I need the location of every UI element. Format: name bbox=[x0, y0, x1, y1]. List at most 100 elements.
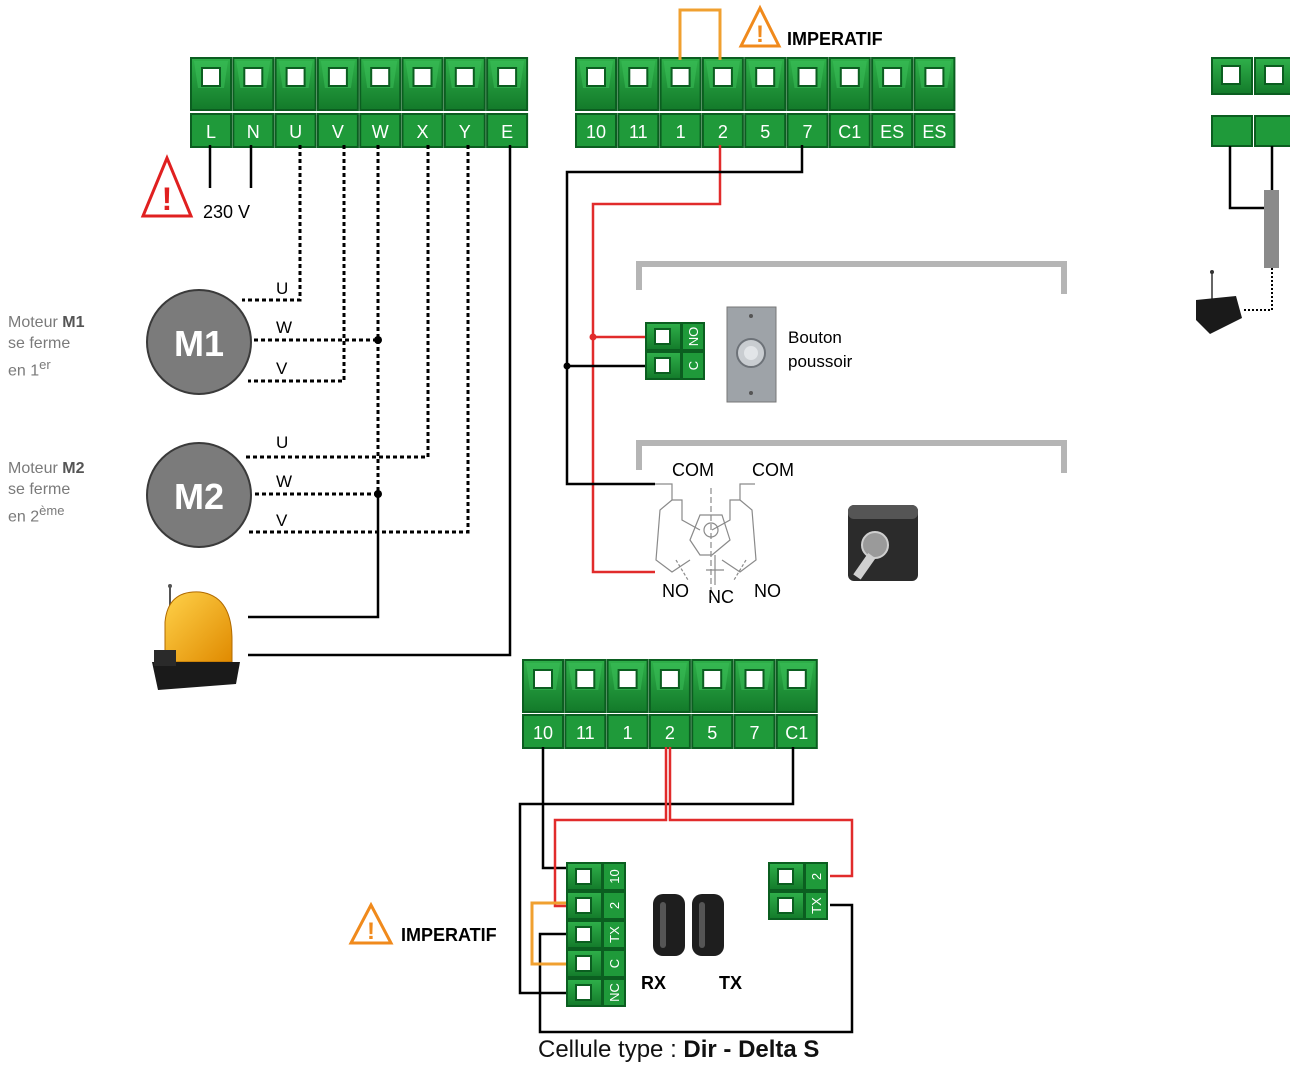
jumper-1-2-top bbox=[678, 8, 722, 60]
transmitter-terminal-label-2: TX bbox=[809, 897, 824, 914]
caption-model: Dir - Delta S bbox=[683, 1036, 820, 1063]
push-button-label-1: Bouton bbox=[788, 328, 842, 347]
photocell-block-terminal-5: 5 bbox=[691, 659, 734, 749]
power-terminal-label-1: L bbox=[206, 122, 216, 142]
rx-label: RX bbox=[641, 973, 666, 993]
push-button-label-2: poussoir bbox=[788, 352, 853, 371]
svg-text:!: ! bbox=[162, 181, 173, 217]
control-terminal-9: ES bbox=[913, 57, 956, 148]
mains-voltage-label: 230 V bbox=[203, 202, 250, 222]
receiver-terminals: 10 2TX C NC bbox=[566, 862, 626, 1007]
key-switch-contacts bbox=[655, 483, 757, 600]
svg-text:!: ! bbox=[756, 21, 764, 48]
m2-wire-w: W bbox=[276, 472, 292, 491]
control-terminal-label-7: C1 bbox=[838, 122, 861, 142]
control-terminal-3: 1 bbox=[659, 57, 702, 148]
motor-m1-label: M1 bbox=[174, 323, 224, 364]
receiver-terminal-4: C bbox=[566, 949, 626, 978]
control-terminal-label-6: 7 bbox=[802, 122, 812, 142]
power-terminal-label-7: Y bbox=[459, 122, 471, 142]
receiver-terminal-3: TX bbox=[566, 920, 626, 949]
motor-m2-name: M2 bbox=[62, 460, 85, 477]
power-terminal-label-6: X bbox=[416, 122, 428, 142]
control-terminal-1: 10 bbox=[575, 57, 617, 148]
push-button-terminal-label-1: NO bbox=[686, 327, 701, 347]
motor-m1-description: Moteur M1 se ferme en 1er bbox=[8, 312, 84, 381]
power-terminal-8: E bbox=[486, 57, 529, 148]
power-terminal-6: X bbox=[401, 57, 444, 148]
control-terminal-label-9: ES bbox=[922, 122, 946, 142]
push-button-device bbox=[726, 306, 777, 403]
flashing-lamp bbox=[152, 584, 240, 690]
photocell-block-terminal-label-2: 11 bbox=[576, 723, 595, 743]
key-switch-com-2: COM bbox=[752, 460, 794, 480]
motor-m2-line3: en 2 bbox=[8, 508, 40, 526]
transmitter-terminals: 2TX bbox=[768, 862, 828, 920]
control-terminal-label-4: 2 bbox=[718, 122, 728, 142]
control-terminal-label-5: 5 bbox=[760, 122, 770, 142]
motor-m2-description: Moteur M2 se ferme en 2ème bbox=[8, 458, 84, 527]
receiver-terminal-label-3: TX bbox=[607, 926, 622, 943]
photocell-rx bbox=[653, 894, 685, 956]
power-terminal-label-8: E bbox=[501, 122, 513, 142]
push-button-terminals: NO C bbox=[645, 322, 705, 380]
danger-warning-icon: ! bbox=[140, 154, 194, 218]
photocell-caption: Cellule type : Dir - Delta S bbox=[538, 1036, 819, 1064]
motor-m1-line3: en 1 bbox=[8, 362, 40, 380]
m2-wire-u: U bbox=[276, 433, 288, 452]
m1-wire-u: U bbox=[276, 279, 288, 298]
receiver-terminal-label-1: 10 bbox=[607, 869, 622, 883]
power-terminal-label-4: V bbox=[332, 122, 344, 142]
motor-m1-prefix: Moteur bbox=[8, 314, 58, 331]
control-terminal-5: 5 bbox=[744, 57, 787, 148]
caption-prefix: Cellule type : bbox=[538, 1036, 684, 1063]
push-button-terminal-label-2: C bbox=[686, 361, 701, 370]
receiver-terminal-label-4: C bbox=[607, 959, 622, 968]
push-button-terminal-1: NO bbox=[645, 322, 705, 351]
power-terminal-label-5: W bbox=[372, 122, 389, 142]
power-terminal-label-3: U bbox=[289, 122, 302, 142]
m1-wire-w: W bbox=[276, 318, 292, 337]
receiver-terminal-2: 2 bbox=[566, 891, 626, 920]
receiver-terminal-5: NC bbox=[566, 978, 626, 1007]
control-terminal-8: ES bbox=[871, 57, 914, 148]
motor-m1-line2: se ferme bbox=[8, 335, 71, 352]
power-terminal-label-2: N bbox=[247, 122, 260, 142]
motor-m1-sup: er bbox=[39, 357, 51, 372]
photocell-block-terminal-2: 11 bbox=[564, 659, 607, 749]
m2-wire-v: V bbox=[276, 511, 288, 530]
svg-text:!: ! bbox=[367, 918, 375, 945]
power-terminal-2: N bbox=[232, 57, 275, 148]
radio-receiver-terminals bbox=[1211, 57, 1290, 147]
motor-m2-prefix: Moteur bbox=[8, 460, 58, 477]
transmitter-terminal-2: TX bbox=[768, 891, 828, 920]
control-terminal-4: 2 bbox=[701, 57, 744, 148]
motor-m2-sup: ème bbox=[39, 503, 65, 518]
transmitter-terminal-label-1: 2 bbox=[809, 873, 824, 880]
control-terminal-6: 7 bbox=[786, 57, 829, 148]
photocell-block-terminal-label-4: 2 bbox=[665, 723, 675, 743]
key-switch-nc: NC bbox=[708, 587, 734, 607]
receiver-terminal-label-2: 2 bbox=[607, 902, 622, 909]
motor-m1-name: M1 bbox=[62, 314, 85, 331]
motor-m1: M1 bbox=[146, 289, 252, 395]
control-terminal-label-8: ES bbox=[880, 122, 904, 142]
control-terminal-label-1: 10 bbox=[586, 122, 606, 142]
motor-m2: M2 bbox=[146, 442, 252, 548]
control-terminal-7: C1 bbox=[828, 57, 871, 148]
motor-m2-line2: se ferme bbox=[8, 481, 71, 498]
power-terminal-7: Y bbox=[443, 57, 486, 148]
key-switch-device bbox=[848, 505, 918, 581]
photocell-block-terminal-label-7: C1 bbox=[785, 723, 808, 743]
receiver-terminal-1: 10 bbox=[566, 862, 626, 891]
warning-icon-photocell: ! bbox=[348, 901, 394, 945]
photocell-block-terminal-label-5: 5 bbox=[707, 723, 717, 743]
warning-icon: ! bbox=[738, 4, 782, 48]
photocell-block-terminal-label-3: 1 bbox=[623, 723, 633, 743]
photocell-block-terminal-1: 10 bbox=[522, 659, 564, 749]
warning-label-photocell: IMPERATIF bbox=[401, 925, 497, 945]
power-terminal-4: V bbox=[316, 57, 359, 148]
